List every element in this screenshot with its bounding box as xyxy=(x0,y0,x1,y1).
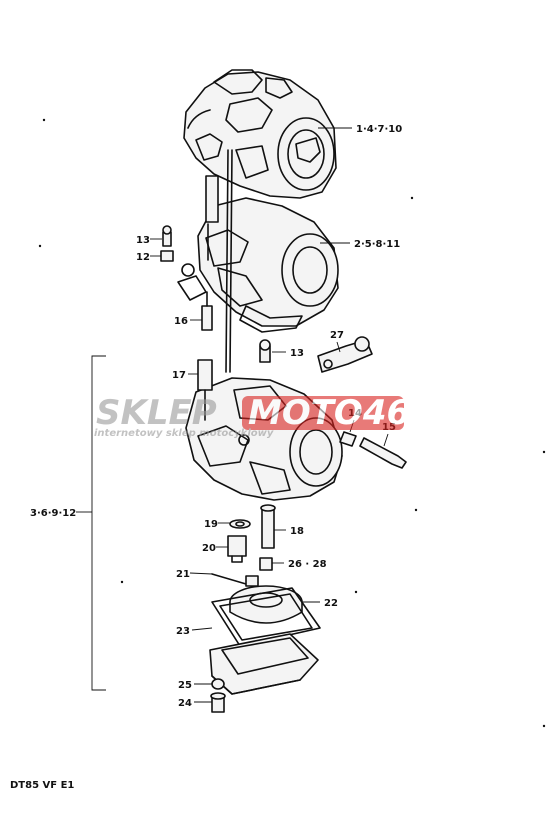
part-17-pilot-jet xyxy=(197,359,213,421)
callout-24: 24 xyxy=(178,698,192,709)
callout-16: 16 xyxy=(174,316,188,327)
callout-19: 19 xyxy=(204,519,218,530)
footer-code: DT85 VF E1 xyxy=(10,780,74,791)
part-23-gasket xyxy=(211,587,321,647)
watermark-brand-right: MOTO46.PL xyxy=(248,393,470,433)
callout-17: 17 xyxy=(172,370,186,381)
part-13-12-screws xyxy=(160,225,174,262)
callout-18: 18 xyxy=(290,526,304,537)
callout-13-lower: 13 xyxy=(290,348,304,359)
part-14-15-needle-valve xyxy=(339,431,407,469)
part-26-28-pin xyxy=(259,557,273,571)
carburetor-body-middle xyxy=(177,197,339,333)
callout-23: 23 xyxy=(176,626,190,637)
callout-21: 21 xyxy=(176,569,190,580)
callout-13-upper: 13 xyxy=(136,235,150,246)
part-24-drain-screw xyxy=(210,692,226,713)
callout-25: 25 xyxy=(178,680,192,691)
part-20-main-jet xyxy=(227,535,247,563)
part-25-gasket-ring xyxy=(211,678,225,690)
part-27-bracket xyxy=(317,336,373,373)
part-22-float xyxy=(229,585,303,624)
watermark-tagline: internetowy sklep motocyklowy xyxy=(94,428,274,439)
linkage-rods xyxy=(205,149,233,373)
float-chamber xyxy=(209,633,319,695)
watermark-brand-left: SKLEP xyxy=(96,393,217,433)
group-bracket xyxy=(91,355,106,691)
callout-27: 27 xyxy=(330,330,344,341)
callout-20: 20 xyxy=(202,543,216,554)
part-16-adjust-screw xyxy=(201,291,213,331)
group-label: 3·6·9·12 xyxy=(30,508,76,519)
callout-1-4-7-10: 1·4·7·10 xyxy=(356,124,402,135)
watermark-red-badge xyxy=(242,396,404,430)
part-21-float-pin xyxy=(211,573,259,587)
part-13-screw-lower xyxy=(259,339,271,363)
part-19-washer xyxy=(229,519,251,529)
callout-2-5-8-11: 2·5·8·11 xyxy=(354,239,400,250)
watermark: SKLEP MOTO46.PL internetowy sklep motocy… xyxy=(94,393,470,439)
callout-26-28: 26 · 28 xyxy=(288,559,327,570)
callout-12: 12 xyxy=(136,252,150,263)
scan-specks xyxy=(38,118,546,728)
part-18-main-nozzle xyxy=(260,504,276,549)
carburetor-body-top xyxy=(183,69,337,199)
callout-22: 22 xyxy=(324,598,338,609)
